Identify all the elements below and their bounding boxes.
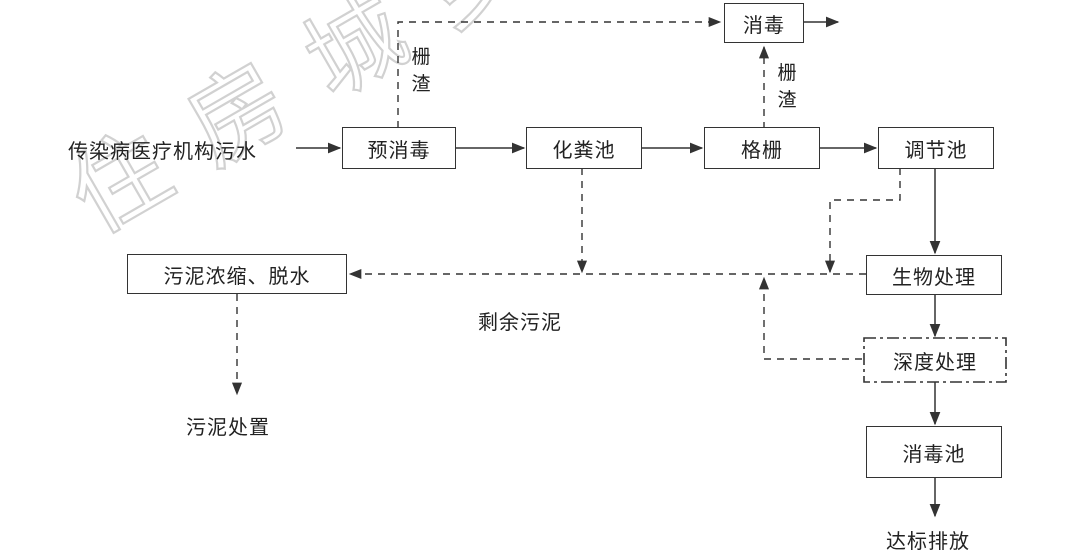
- grille-box: 格栅: [704, 127, 820, 169]
- sludge-disposal-label: 污泥处置: [186, 415, 270, 439]
- sludge-from-regulating: [824, 168, 901, 274]
- disinfection-tank-box: 消毒池: [866, 426, 1002, 478]
- screenings-label-right: 栅渣: [777, 62, 797, 111]
- sludge-from-advanced: [758, 276, 862, 360]
- advanced-treatment-box: 深度处理: [865, 339, 1005, 381]
- pre-disinfection-box: 预消毒: [342, 127, 456, 169]
- screenings-path-left: [397, 16, 722, 128]
- source-label: 传染病医疗机构污水: [68, 139, 257, 163]
- excess-sludge-label: 剩余污泥: [478, 310, 562, 334]
- screenings-label-left: 栅渣: [411, 46, 431, 95]
- sludge-thickening-box: 污泥浓缩、脱水: [127, 254, 347, 294]
- disinfect-top-box: 消毒: [724, 3, 804, 43]
- septic-tank-box: 化粪池: [526, 127, 642, 169]
- biological-treatment-box: 生物处理: [866, 255, 1002, 295]
- regulating-tank-box: 调节池: [878, 127, 994, 169]
- discharge-label: 达标排放: [886, 529, 970, 553]
